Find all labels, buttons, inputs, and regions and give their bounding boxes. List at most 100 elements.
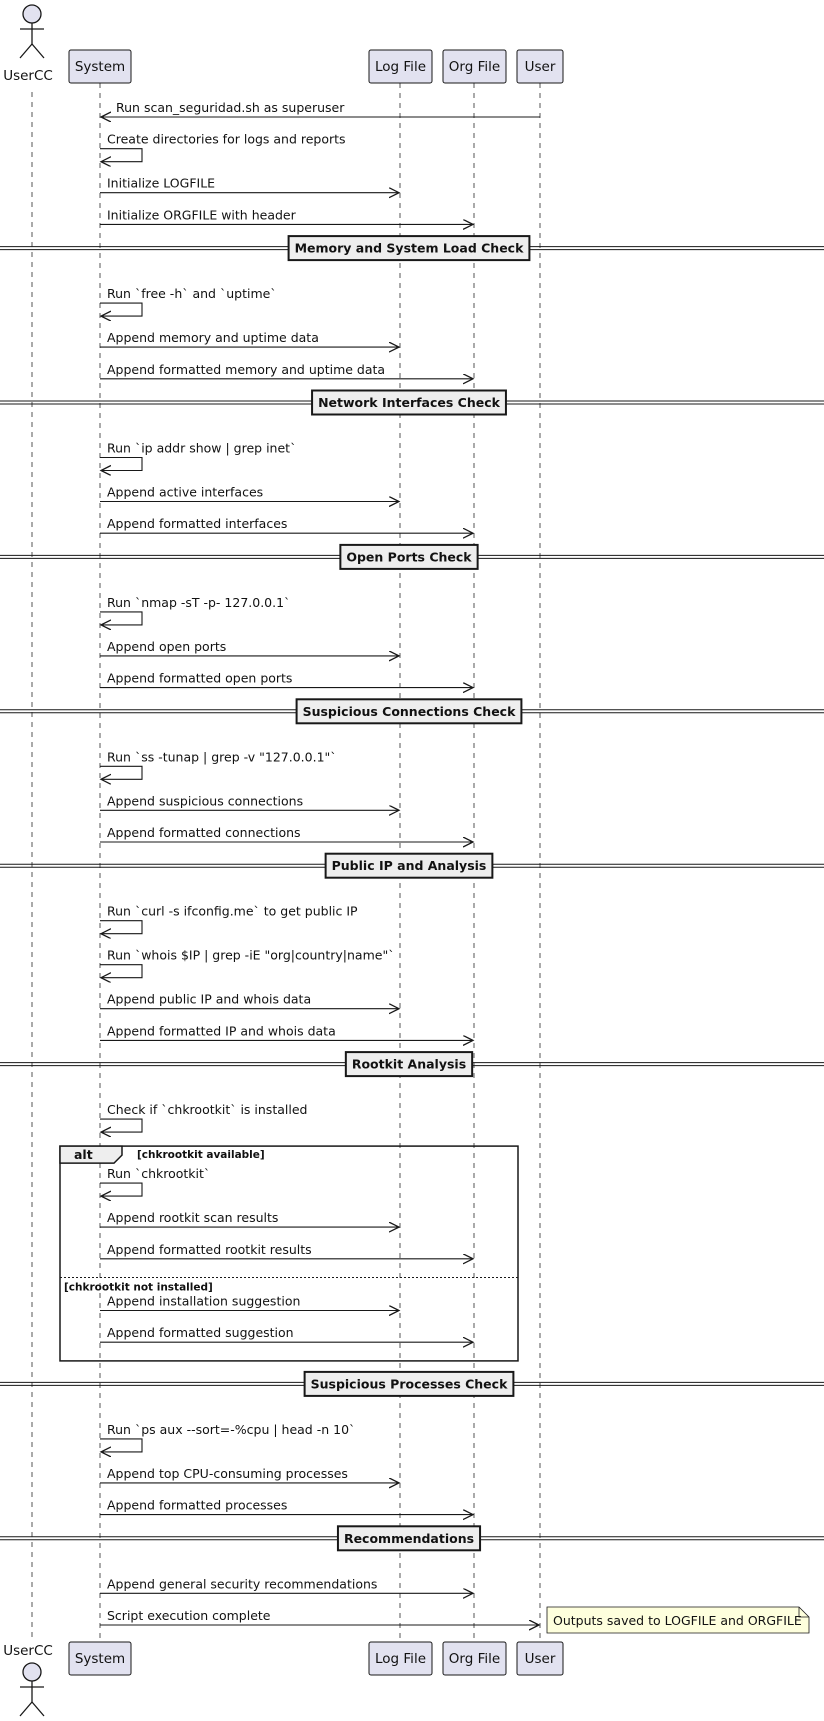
divider-box (303, 1370, 515, 1397)
self-message-arrow (100, 1182, 143, 1196)
message-label: Append open ports (107, 639, 226, 654)
participant-user-bottom: User (516, 1641, 564, 1676)
divider-box (336, 1525, 482, 1552)
participant-label: Log File (375, 59, 426, 75)
section-divider: Recommendations (0, 1525, 824, 1552)
self-message: Check if `chkrootkit` is installed (100, 1102, 307, 1132)
participant-user-top: User (516, 49, 564, 84)
participant-orgFile-top: Org File (442, 49, 507, 84)
divider-label: Open Ports Check (346, 549, 472, 564)
message-label: Run `ss -tunap | grep -v "127.0.0.1"` (107, 749, 337, 764)
message-label: Append formatted open ports (107, 671, 292, 686)
message-label: Initialize ORGFILE with header (107, 207, 297, 222)
self-message-arrow (100, 456, 143, 471)
message: Append general security recommendations (100, 1576, 473, 1593)
actor-head-icon (22, 1662, 42, 1682)
message-label: Append formatted processes (107, 1498, 287, 1513)
self-message: Run `chkrootkit` (100, 1166, 210, 1196)
self-message: Run `free -h` and `uptime` (100, 286, 277, 316)
alt-guard: [chkrootkit available] (137, 1149, 265, 1161)
message: Append rootkit scan results (100, 1210, 399, 1227)
divider-box (344, 1051, 474, 1078)
participant-box (442, 1641, 507, 1676)
participant-box (68, 1641, 132, 1676)
self-message-arrow (100, 1438, 143, 1452)
message: Script execution complete (100, 1608, 539, 1625)
message-label: Append formatted IP and whois data (107, 1023, 336, 1038)
message: Append public IP and whois data (100, 992, 399, 1009)
section-divider: Public IP and Analysis (0, 852, 824, 879)
self-message-arrow (100, 765, 143, 779)
message-label: Run `free -h` and `uptime` (107, 286, 277, 301)
self-message-arrow (100, 920, 143, 934)
message-label: Run `chkrootkit` (107, 1166, 210, 1181)
message-label: Check if `chkrootkit` is installed (107, 1102, 307, 1117)
actor-leg-right (31, 43, 45, 59)
divider-label: Recommendations (344, 1531, 474, 1546)
section-divider: Suspicious Processes Check (0, 1370, 824, 1397)
message: Append top CPU-consuming processes (100, 1466, 399, 1483)
message: Append formatted memory and uptime data (100, 362, 473, 379)
participant-system-top: System (68, 49, 132, 84)
message: Append formatted connections (100, 825, 473, 842)
divider-label: Suspicious Connections Check (303, 704, 516, 719)
actor-userCC-top: UserCC (3, 4, 53, 84)
divider-box (311, 389, 507, 416)
self-message: Run `whois $IP | grep -iE "org|country|n… (100, 948, 394, 978)
divider-label: Network Interfaces Check (318, 395, 501, 410)
participant-box (442, 49, 507, 84)
participant-logFile-bottom: Log File (368, 1641, 433, 1676)
self-message-arrow (100, 148, 143, 162)
message: Append memory and uptime data (100, 330, 399, 347)
message-label: Append formatted interfaces (107, 516, 287, 531)
actor-head-icon (22, 4, 42, 24)
participant-label: Org File (449, 59, 500, 75)
actor-leg-left (19, 43, 33, 59)
self-message: Run `ss -tunap | grep -v "127.0.0.1"` (100, 749, 337, 779)
message-label: Append memory and uptime data (107, 330, 319, 345)
message-label: Append public IP and whois data (107, 992, 311, 1007)
message-label: Run `ps aux --sort=-%cpu | head -n 10` (107, 1422, 355, 1437)
divider-box (295, 698, 523, 725)
participant-box (516, 1641, 564, 1676)
note-box (546, 1606, 810, 1634)
message-label: Append rootkit scan results (107, 1210, 278, 1225)
divider-label: Suspicious Processes Check (311, 1376, 508, 1391)
section-divider: Open Ports Check (0, 543, 824, 570)
participant-orgFile-bottom: Org File (442, 1641, 507, 1676)
message-label: Append formatted suggestion (107, 1325, 294, 1340)
message: Append suspicious connections (100, 793, 399, 810)
note-text: Outputs saved to LOGFILE and ORGFILE (553, 1613, 802, 1628)
self-message: Run `ip addr show | grep inet` (100, 441, 296, 471)
message-label: Run `whois $IP | grep -iE "org|country|n… (107, 948, 394, 963)
diagram-events: Run scan_seguridad.sh as superuserCreate… (0, 100, 824, 1634)
message-label: Append active interfaces (107, 485, 263, 500)
message: Append formatted open ports (100, 671, 473, 688)
message: Initialize ORGFILE with header (100, 207, 473, 224)
section-divider: Suspicious Connections Check (0, 698, 824, 725)
self-message: Run `nmap -sT -p- 127.0.0.1` (100, 595, 290, 625)
alt-fragment: alt[chkrootkit available][chkrootkit not… (59, 1145, 519, 1362)
note: Outputs saved to LOGFILE and ORGFILE (546, 1606, 810, 1634)
message: Append active interfaces (100, 485, 399, 502)
message-label: Initialize LOGFILE (107, 176, 215, 191)
message-label: Append formatted connections (107, 825, 301, 840)
message: Append formatted IP and whois data (100, 1023, 473, 1040)
message: Run scan_seguridad.sh as superuser (101, 100, 540, 117)
participant-label: System (75, 1651, 125, 1667)
alt-frame-border (59, 1145, 519, 1362)
section-divider: Network Interfaces Check (0, 389, 824, 416)
message-label: Run scan_seguridad.sh as superuser (116, 100, 345, 115)
message-label: Run `nmap -sT -p- 127.0.0.1` (107, 595, 290, 610)
participant-label: User (525, 59, 556, 75)
participant-label: Log File (375, 1651, 426, 1667)
participant-label: Org File (449, 1651, 500, 1667)
self-message-arrow (100, 302, 143, 316)
message-label: Append suspicious connections (107, 793, 303, 808)
self-message: Run `ps aux --sort=-%cpu | head -n 10` (100, 1422, 355, 1452)
participant-label: System (75, 59, 125, 75)
self-message-arrow (100, 1118, 143, 1132)
message-label: Create directories for logs and reports (107, 132, 346, 147)
message: Append installation suggestion (100, 1294, 399, 1311)
